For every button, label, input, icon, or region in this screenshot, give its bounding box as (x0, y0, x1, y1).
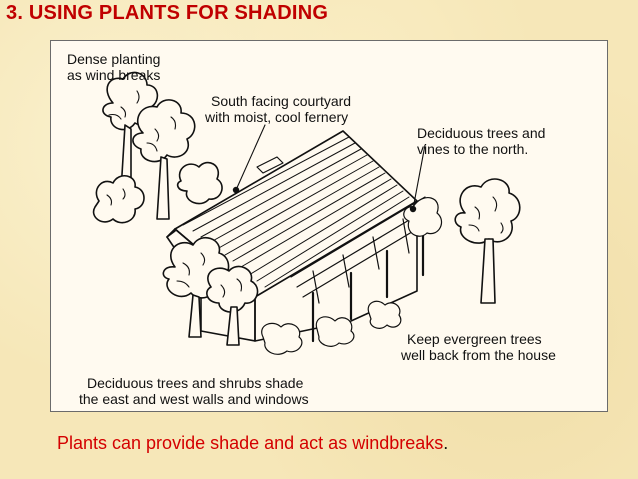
caption-text: Plants can provide shade and act as wind… (57, 433, 444, 453)
windbreak-label-line1: Dense planting (67, 51, 161, 67)
evergreen-label-line2: well back from the house (401, 347, 556, 363)
evergreen-tree (454, 178, 521, 304)
courtyard-label-line2: with moist, cool fernery (205, 109, 349, 125)
north-label-line1: Deciduous trees and (417, 125, 546, 141)
evergreen-label-line1: Keep evergreen trees (407, 331, 542, 347)
eastwest-label-line1: Deciduous trees and shrubs shade (87, 375, 304, 391)
windbreak-label-line2: as wind breaks (67, 67, 161, 83)
north-label-line2: vines to the north. (417, 141, 529, 157)
slide-caption: Plants can provide shade and act as wind… (57, 433, 448, 454)
slide-title: 3. USING PLANTS FOR SHADING (6, 2, 329, 24)
eastwest-label-line2: the east and west walls and windows (79, 391, 309, 407)
east-west-trees (162, 236, 259, 346)
shading-diagram: Dense planting as wind breaks South faci… (50, 40, 608, 412)
house-illustration (92, 71, 521, 355)
courtyard-label-line1: South facing courtyard (211, 93, 352, 109)
windbreak-trees (92, 71, 223, 224)
caption-period: . (443, 433, 449, 453)
